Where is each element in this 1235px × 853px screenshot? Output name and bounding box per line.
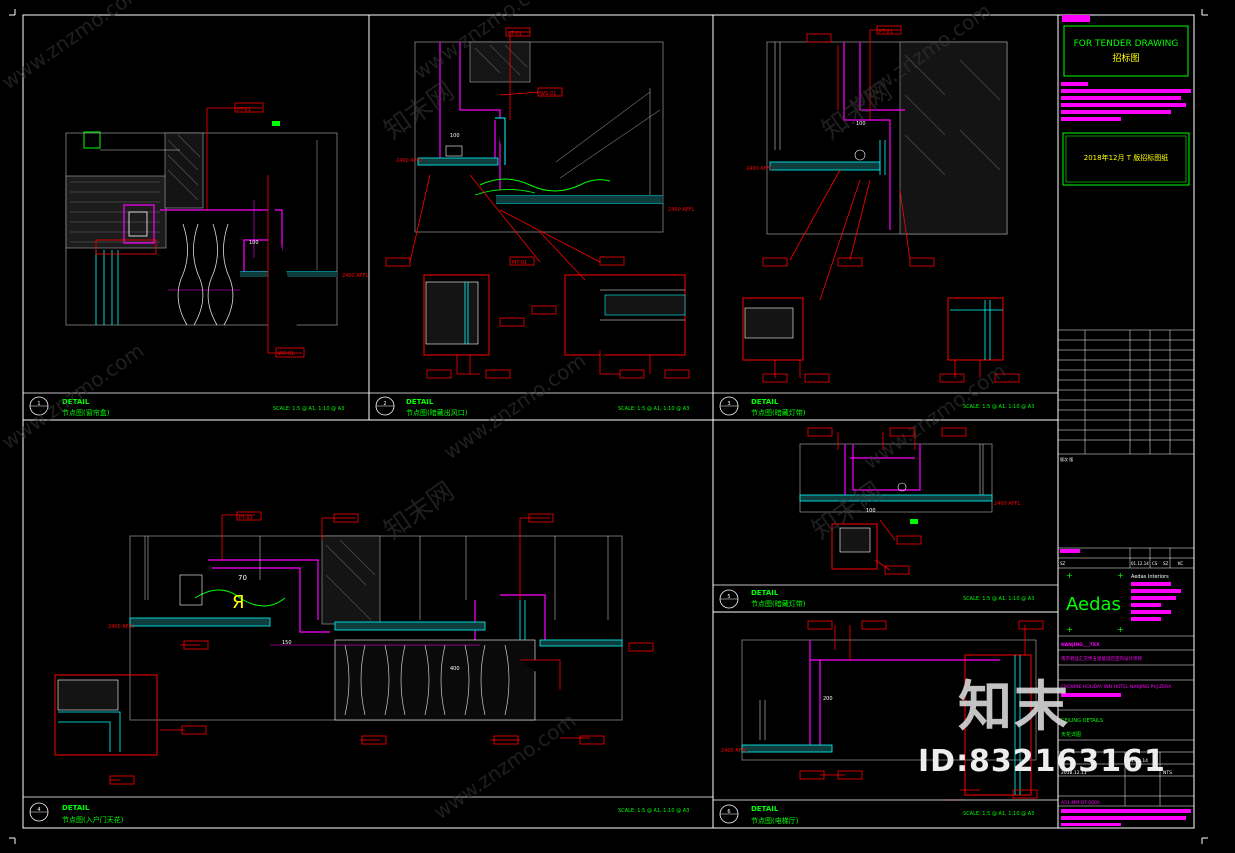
detail-6-title: 节点图(电梯厅) <box>751 816 799 825</box>
level-mark-2b: 2400 AFFL <box>668 207 694 213</box>
dim-100-3: 100 <box>856 121 866 127</box>
tag-ws-2: WS-01 <box>540 91 556 97</box>
detail-4-drawing: Я 2400 AFFL 70 150 PT-01 400 <box>54 511 654 785</box>
title-block: FOR TENDER DRAWING 招标图 2018年12月 T 版招标图纸 <box>1058 15 1194 826</box>
dim-150-4: 150 <box>282 640 292 646</box>
detail-4-scale: SCALE: 1:5 @ A1, 1:10 @ A3 <box>618 808 689 814</box>
detail-5-scale: SCALE: 1:5 @ A1, 1:10 @ A3 <box>963 596 1034 602</box>
detail-4-title: 节点图(入户门天花) <box>62 815 124 824</box>
dim-70-4: 70 <box>238 574 247 582</box>
detail-6-number: 6 <box>727 809 730 815</box>
tag-pt-1: PT-01 <box>237 107 251 113</box>
watermark-site-4: www.znzmo.com <box>0 338 148 454</box>
detail-title-bars: 1 DETAIL 节点图(窗帘盒) SCALE: 1:5 @ A1, 1:10 … <box>23 392 1058 825</box>
detail-3-label: DETAIL <box>751 398 779 406</box>
tender-drawing-en: FOR TENDER DRAWING <box>1074 39 1179 49</box>
watermark-site-6: www.znzmo.com <box>859 358 1010 474</box>
detail-6-drawing: 2400 AFFL 200 <box>721 620 1044 801</box>
detail-6-scale: SCALE: 1:5 @ A1, 1:10 @ A3 <box>963 811 1034 817</box>
detail-2-title: 节点图(暗藏出风口) <box>406 408 468 417</box>
dim-100-2: 100 <box>450 133 460 139</box>
company-sub: Aedas Interiors <box>1131 574 1169 580</box>
watermark-id: ID:832163161 <box>918 744 1166 779</box>
watermark-logo: 知末 <box>958 675 1070 738</box>
detail-2-scale: SCALE: 1:5 @ A1, 1:10 @ A3 <box>618 406 689 412</box>
project-name-en: CROWNE HOLIDAY INN HOTEL NANJING PVJ.ZER… <box>1061 684 1172 690</box>
plus-mark-4: + <box>1117 625 1124 634</box>
tag-pt-4: PT-01 <box>239 515 253 521</box>
level-mark-2: 2400 AFFL <box>396 158 422 164</box>
level-mark-6: 2400 AFFL <box>721 748 747 754</box>
detail-5-drawing: 2400 AFFL 100 <box>799 427 1020 575</box>
dim-400-4: 400 <box>450 666 460 672</box>
drawing-code: A51-MM-DT-0000 <box>1061 800 1100 806</box>
detail-5-label: DETAIL <box>751 589 779 597</box>
dim-200-6: 200 <box>823 696 833 702</box>
detail-2-number: 2 <box>383 401 386 407</box>
drawing-title-en: CEILING DETAILS <box>1061 718 1103 724</box>
project-code: NANJING___TXX <box>1061 642 1100 648</box>
tender-status: 2018年12月 T 版招标图纸 <box>1084 153 1168 162</box>
issue-date: 01.12.14 <box>1128 758 1148 764</box>
revision-date-2: 2018.12.11 <box>1061 770 1087 776</box>
revision-label: 版次 版 <box>1060 456 1073 462</box>
detail-3-title: 节点图(暗藏灯带) <box>751 408 806 417</box>
watermark-site-1: www.znzmo.com <box>0 0 148 94</box>
level-mark-1: 2400 AFFL <box>342 273 368 279</box>
watermark-brand-1: 知末网 <box>379 76 460 145</box>
detail-1-drawing: 2400 AFFL PT-01 WS-01 100 <box>65 102 368 358</box>
dim-100-1: 100 <box>249 240 259 246</box>
watermark-site-7: www.znzmo.com <box>429 708 580 824</box>
company-logo: Aedas <box>1066 594 1121 615</box>
plus-mark-3: + <box>1066 625 1073 634</box>
tag-mt-2: MT-01 <box>512 260 527 266</box>
watermark-brand-3: 知末网 <box>379 476 460 545</box>
door-swing-mark: Я <box>232 592 245 613</box>
detail-4-number: 4 <box>37 807 40 813</box>
tender-drawing-cn: 招标图 <box>1112 52 1139 64</box>
dim-100-5: 100 <box>866 508 876 514</box>
detail-3-scale: SCALE: 1:5 @ A1, 1:10 @ A3 <box>963 404 1034 410</box>
revision-date: 01.12.14 <box>1131 561 1149 566</box>
level-mark-4: 2400 AFFL <box>108 624 134 630</box>
drawing-title-cn: 天花详图 <box>1061 731 1081 738</box>
detail-2-drawing: 2400 AFFL 2400 AFFL 100 PT-01 WS-01 MT-0… <box>385 27 694 379</box>
detail-1-title: 节点图(窗帘盒) <box>62 408 110 417</box>
tag-pt-3: PT-01 <box>879 29 893 35</box>
nts-label: NTS <box>1163 770 1172 776</box>
sheet-border <box>22 14 1195 829</box>
detail-1-label: DETAIL <box>62 398 90 406</box>
plus-mark-2: + <box>1117 571 1124 580</box>
sig-kc: KC <box>1178 561 1183 566</box>
sig-cs: CS <box>1152 561 1158 566</box>
detail-6-label: DETAIL <box>751 805 779 813</box>
sig-sz: SZ <box>1163 561 1169 566</box>
detail-3-drawing: 2400 AFFL 100 PT-01 <box>742 25 1020 383</box>
project-name-cn: 南京君品汇交界五星级酒店室内设计项目 <box>1061 655 1142 662</box>
tag-ws-1: WS-01 <box>278 351 294 357</box>
plus-mark-1: + <box>1066 571 1073 580</box>
detail-2-label: DETAIL <box>406 398 434 406</box>
detail-1-number: 1 <box>37 401 40 407</box>
level-mark-5: 2400 AFFL <box>994 501 1020 507</box>
revision-row: SZ <box>1060 561 1066 566</box>
detail-5-number: 5 <box>727 594 730 600</box>
detail-5-title: 节点图(暗藏灯带) <box>751 599 806 608</box>
detail-4-label: DETAIL <box>62 804 90 812</box>
level-mark-3: 2400 AFFL <box>746 166 772 172</box>
detail-1-scale: SCALE: 1:5 @ A1, 1:10 @ A3 <box>273 406 344 412</box>
detail-3-number: 3 <box>727 401 730 407</box>
tag-pt-2: PT-01 <box>508 31 522 37</box>
